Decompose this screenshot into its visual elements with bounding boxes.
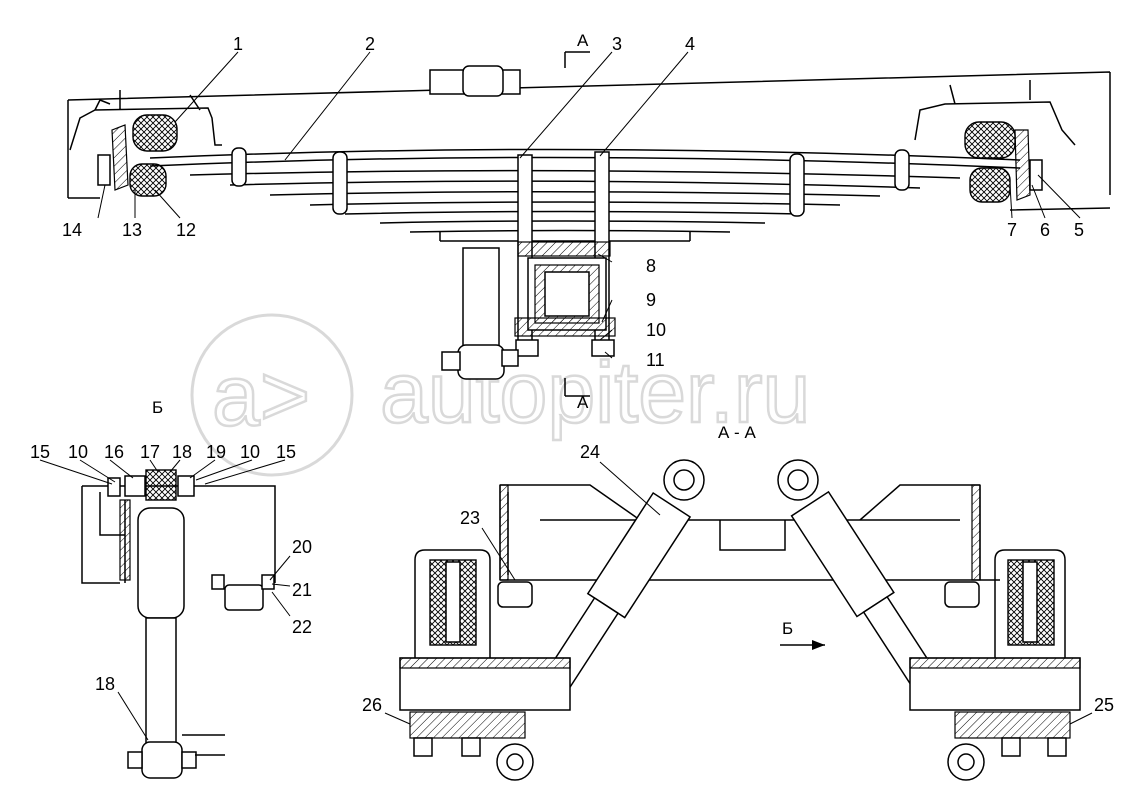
view-b-callout-10b: 10 <box>240 442 260 462</box>
axle-mount-hub <box>462 65 504 97</box>
section-callout-23: 23 <box>460 508 480 528</box>
frame-rail <box>67 71 1111 211</box>
callout-12: 12 <box>176 220 196 240</box>
callout-7: 7 <box>1007 220 1017 240</box>
right-shock-body <box>790 490 895 618</box>
view-b-shock-rod <box>145 617 177 747</box>
callout-3: 3 <box>612 34 622 54</box>
right-cross-channel <box>859 484 981 580</box>
spring-clip-3 <box>789 153 805 217</box>
view-b-bracket <box>224 584 264 611</box>
callout-13: 13 <box>122 220 142 240</box>
spring-pad <box>517 241 611 257</box>
right-end-bolt <box>1029 159 1043 191</box>
view-b-callout-15a: 15 <box>30 442 50 462</box>
right-cushion-housing <box>1014 129 1031 201</box>
left-hanger-bracket <box>69 90 222 151</box>
arrow-b-label: Б <box>782 619 793 638</box>
section-callout-24: 24 <box>580 442 600 462</box>
spring-clip-1 <box>231 147 247 187</box>
view-b: Б 15 10 16 17 18 19 10 15 20 21 22 18 <box>30 398 312 779</box>
left-shock-body <box>586 491 692 619</box>
view-b-callout-20: 20 <box>292 537 312 557</box>
view-b-callout-17: 17 <box>140 442 160 462</box>
left-rubber-cushion-lower <box>129 163 167 197</box>
callout-2: 2 <box>365 34 375 54</box>
right-rubber-cushion-upper <box>964 121 1016 159</box>
spring-clip-2 <box>332 151 348 215</box>
callout-10: 10 <box>646 320 666 340</box>
view-b-callout-18: 18 <box>172 442 192 462</box>
callout-1: 1 <box>233 34 243 54</box>
section-label-bottom: А <box>577 393 589 412</box>
section-aa-title: А - А <box>718 423 756 442</box>
section-callout-25: 25 <box>1094 695 1114 715</box>
shock-absorber-eye <box>457 344 505 380</box>
callout-6: 6 <box>1040 220 1050 240</box>
section-label-top: А <box>577 31 589 50</box>
callout-9: 9 <box>646 290 656 310</box>
callout-5: 5 <box>1074 220 1084 240</box>
view-b-callout-19: 19 <box>206 442 226 462</box>
cross-member <box>500 519 1000 581</box>
view-b-bushing <box>145 469 177 501</box>
u-bolt-plate <box>514 317 616 337</box>
callout-14: 14 <box>62 220 82 240</box>
left-small-bracket <box>497 581 533 608</box>
u-bolt-nut-right <box>591 339 615 357</box>
view-b-callout-22: 22 <box>292 617 312 637</box>
left-axle-pad <box>409 711 526 739</box>
section-callout-26: 26 <box>362 695 382 715</box>
view-b-title: Б <box>152 398 163 417</box>
view-b-shock-upper <box>137 507 185 619</box>
section-aa: А - А <box>362 423 1114 781</box>
right-rubber-cushion-lower <box>969 167 1011 203</box>
right-axle-pad <box>954 711 1071 739</box>
left-end-bolt <box>97 154 111 186</box>
callout-8: 8 <box>646 256 656 276</box>
view-b-shock-eye <box>141 741 183 779</box>
view-b-callout-18b: 18 <box>95 674 115 694</box>
view-b-frame <box>81 485 276 584</box>
watermark-logo: a> <box>212 348 310 444</box>
right-small-bracket <box>944 581 980 608</box>
watermark-logo-ring <box>190 313 354 477</box>
spring-clip-4 <box>894 149 910 191</box>
leaf-spring-pack <box>149 148 1021 242</box>
view-b-callout-16: 16 <box>104 442 124 462</box>
view-b-callout-21: 21 <box>292 580 312 600</box>
shock-absorber-body <box>462 247 500 349</box>
left-cushion-housing <box>111 124 129 191</box>
right-hanger-bracket <box>914 80 1076 146</box>
callout-11: 11 <box>646 350 665 370</box>
spring-side-view <box>67 51 1111 397</box>
view-b-callout-15b: 15 <box>276 442 296 462</box>
u-bolt-nut-left <box>515 339 539 357</box>
callout-4: 4 <box>685 34 695 54</box>
top-view-callouts: 1 2 3 4 14 13 12 7 6 5 8 9 10 11 А А <box>62 31 1084 412</box>
left-rubber-cushion-upper <box>132 114 178 152</box>
view-b-callout-10a: 10 <box>68 442 88 462</box>
